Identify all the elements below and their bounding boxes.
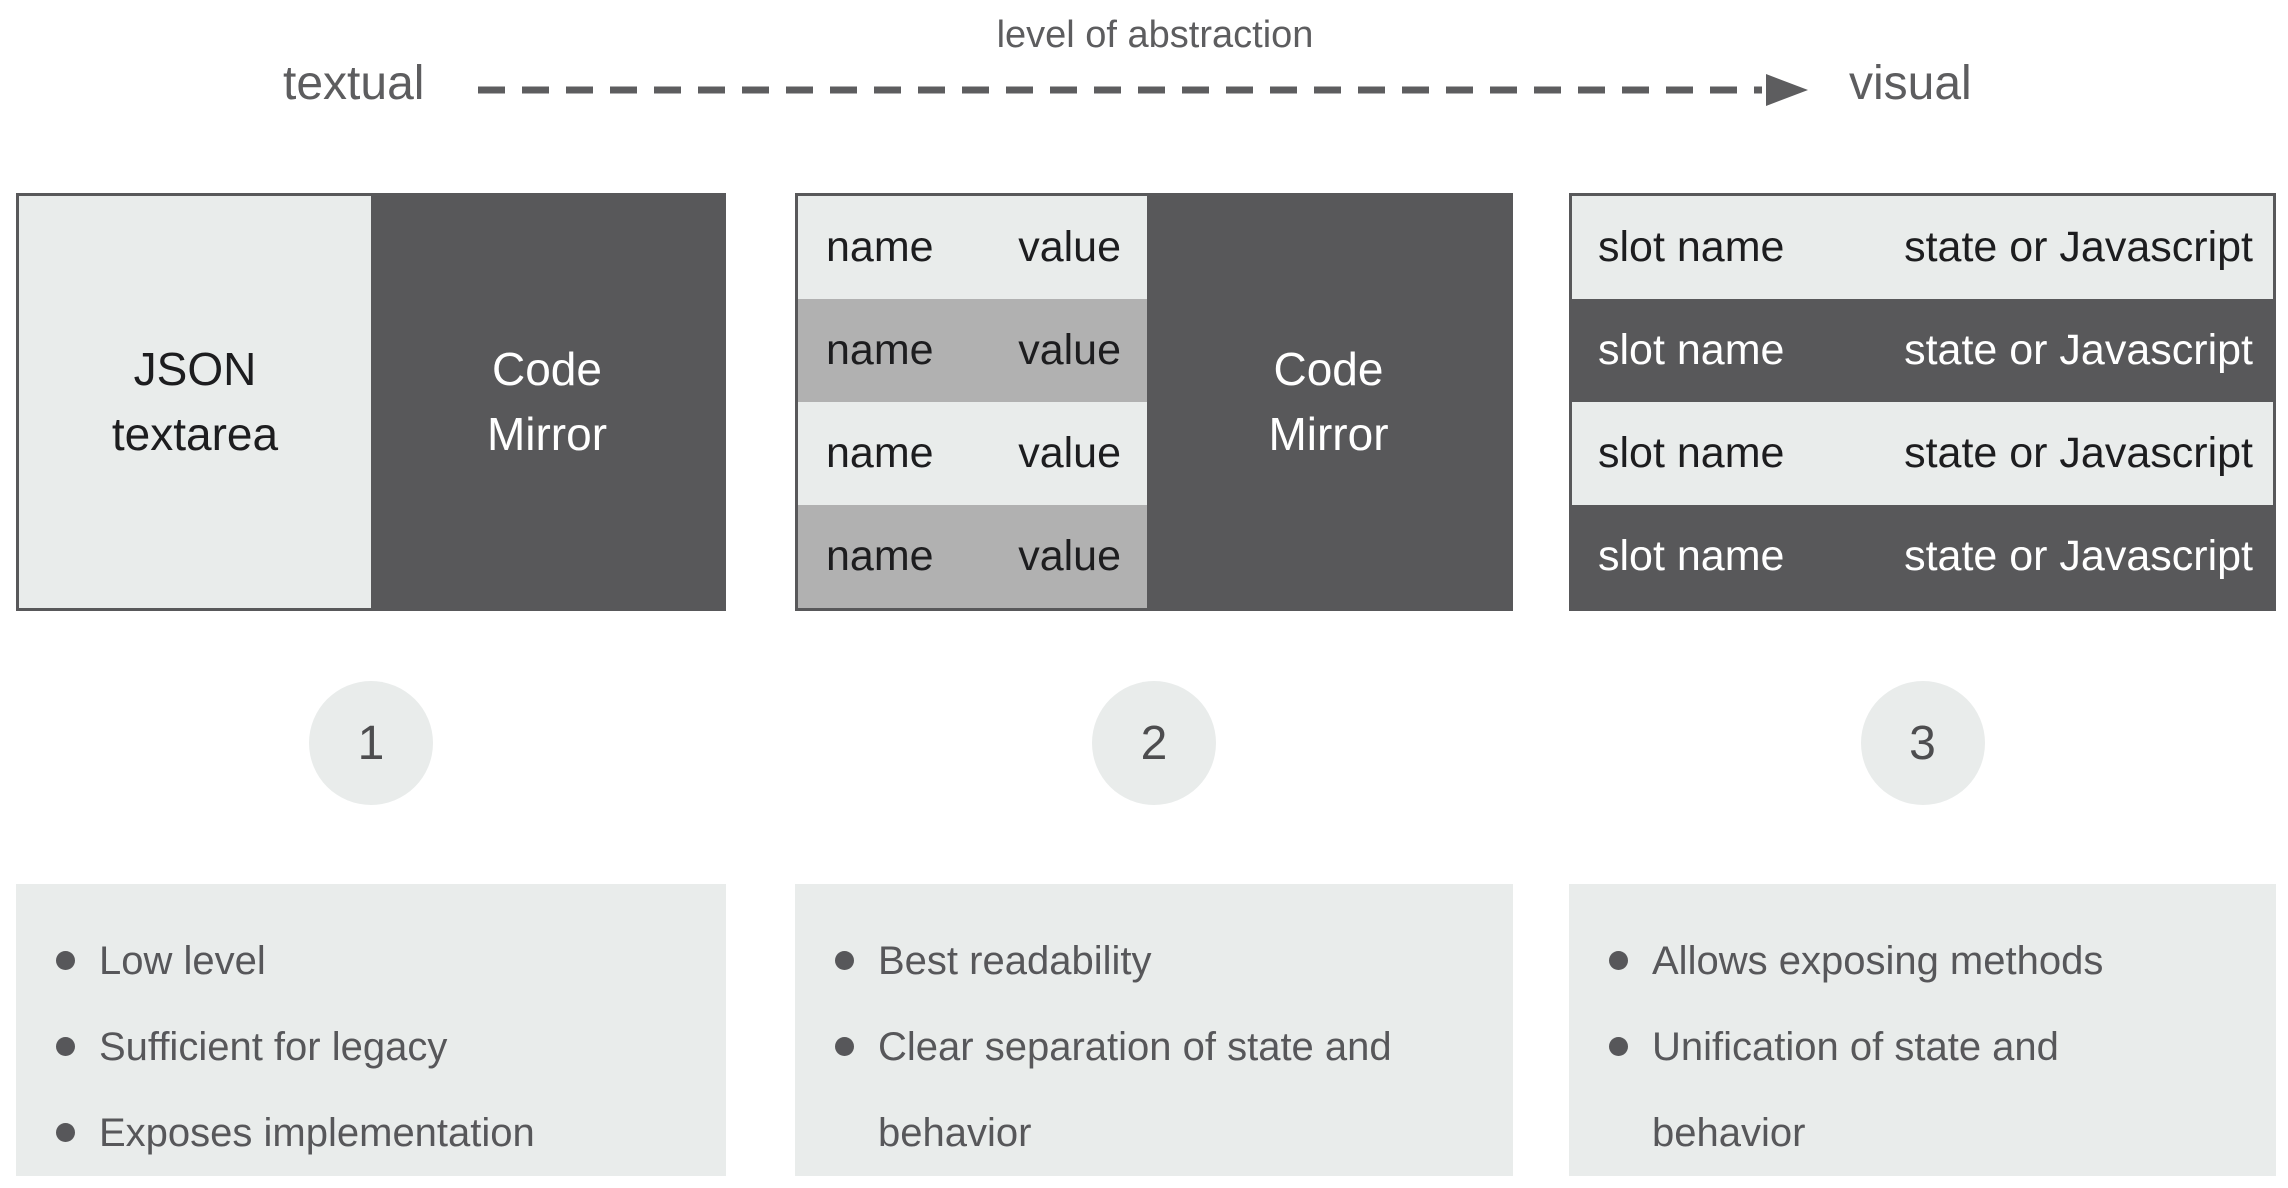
name-cell: name xyxy=(826,326,934,374)
slot-value-cell: state or Javascript xyxy=(1904,223,2253,271)
name-cell: name xyxy=(826,429,934,477)
table-row: slot name state or Javascript xyxy=(1572,196,2273,299)
bullet-dot-icon xyxy=(835,951,854,970)
slot-name-cell: slot name xyxy=(1598,429,1785,477)
list-item: Exposes implementation xyxy=(56,1090,651,1176)
bullet-text: Best readability xyxy=(878,939,1152,983)
list-item: Best readability xyxy=(835,918,1438,1004)
bullet-text: Exposes implementation xyxy=(99,1111,535,1155)
axis-right-label: visual xyxy=(1849,57,1972,110)
step-number-badge: 1 xyxy=(309,681,433,805)
slot-value-cell: state or Javascript xyxy=(1904,326,2253,374)
step-number: 1 xyxy=(357,716,385,770)
bullet-dot-icon xyxy=(835,1037,854,1056)
notes-box: Best readability Clear separation of sta… xyxy=(795,884,1513,1176)
list-item: Sufficient for legacy xyxy=(56,1004,651,1090)
bullet-dot-icon xyxy=(1609,1037,1628,1056)
step-number-badge: 2 xyxy=(1092,681,1216,805)
bullet-dot-icon xyxy=(56,951,75,970)
bullet-dot-icon xyxy=(56,1123,75,1142)
table-row: name value xyxy=(798,505,1147,608)
json-textarea-block: JSON textarea xyxy=(19,196,371,608)
list-item: Clear separation of state and behavior xyxy=(835,1004,1438,1176)
table-row: name value xyxy=(798,299,1147,402)
bullet-text: Low level xyxy=(99,939,266,983)
column-json-textarea: JSON textarea Code Mirror 1 Low level Su… xyxy=(16,0,726,1188)
value-cell: value xyxy=(1018,223,1121,271)
axis-title: level of abstraction xyxy=(996,14,1314,56)
bullet-text: Clear separation of state and behavior xyxy=(878,1025,1392,1155)
step-number: 2 xyxy=(1140,716,1168,770)
column-slots: slot name state or Javascript slot name … xyxy=(1569,0,2276,1188)
axis-left-label: textual xyxy=(283,57,425,110)
bullet-text: Unification of state and behavior xyxy=(1652,1025,2059,1155)
slot-value-cell: state or Javascript xyxy=(1904,429,2253,477)
table-row: slot name state or Javascript xyxy=(1572,505,2273,608)
bullet-dot-icon xyxy=(1609,951,1628,970)
table-row: slot name state or Javascript xyxy=(1572,299,2273,402)
dashed-arrow-icon xyxy=(478,74,1808,106)
value-cell: value xyxy=(1018,326,1121,374)
name-value-table: name value name value name value name va… xyxy=(798,196,1147,608)
bullet-list: Best readability Clear separation of sta… xyxy=(835,918,1438,1176)
panel-slot-table: slot name state or Javascript slot name … xyxy=(1569,193,2276,611)
slot-value-cell: state or Javascript xyxy=(1904,532,2253,580)
codemirror-block: Code Mirror xyxy=(1147,196,1510,608)
list-item: Unification of state and behavior xyxy=(1609,1004,2201,1176)
bullet-list: Low level Sufficient for legacy Exposes … xyxy=(56,918,651,1176)
table-row: name value xyxy=(798,402,1147,505)
slot-name-cell: slot name xyxy=(1598,532,1785,580)
list-item: Low level xyxy=(56,918,651,1004)
table-row: slot name state or Javascript xyxy=(1572,402,2273,505)
notes-box: Low level Sufficient for legacy Exposes … xyxy=(16,884,726,1176)
table-row: name value xyxy=(798,196,1147,299)
codemirror-block: Code Mirror xyxy=(371,196,723,608)
bullet-text: Sufficient for legacy xyxy=(99,1025,448,1069)
value-cell: value xyxy=(1018,429,1121,477)
notes-box: Allows exposing methods Unification of s… xyxy=(1569,884,2276,1176)
panel-table-codemirror: name value name value name value name va… xyxy=(795,193,1513,611)
list-item: Allows exposing methods xyxy=(1609,918,2201,1004)
slot-name-cell: slot name xyxy=(1598,223,1785,271)
slot-name-cell: slot name xyxy=(1598,326,1785,374)
bullet-list: Allows exposing methods Unification of s… xyxy=(1609,918,2201,1176)
step-number: 3 xyxy=(1909,716,1936,770)
value-cell: value xyxy=(1018,532,1121,580)
step-number-badge: 3 xyxy=(1860,681,1985,805)
column-name-value: name value name value name value name va… xyxy=(795,0,1513,1188)
name-cell: name xyxy=(826,223,934,271)
bullet-text: Allows exposing methods xyxy=(1652,939,2104,983)
bullet-dot-icon xyxy=(56,1037,75,1056)
panel-json-codemirror: JSON textarea Code Mirror xyxy=(16,193,726,611)
name-cell: name xyxy=(826,532,934,580)
